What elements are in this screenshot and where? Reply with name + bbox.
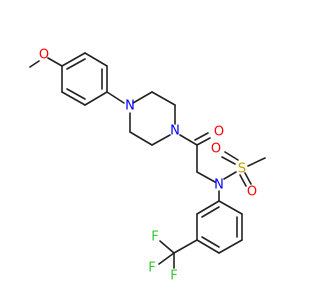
bond-aryl-4b [201,236,220,248]
bond-pip-2 [151,91,176,106]
atom-n-sulfonamide: N [214,178,224,193]
atom-labels: O N N O N S O O F F F [39,48,257,284]
bond-methyl-o [29,60,40,68]
bond-s-o-left [221,156,236,165]
atom-n-piperazine-amide: N [170,124,180,139]
bonds [29,52,266,269]
bond-s-o-bottom [239,174,247,187]
bond-cf3-f2 [158,252,175,265]
bond-aryl-6 [196,200,220,215]
atom-f-upper: F [151,230,158,245]
bond-carbonyl-o [196,137,211,146]
atom-f-bottom: F [170,269,177,284]
bond-pip-4 [151,134,171,146]
bond-aryl-1 [218,200,243,215]
atom-o-sulfonyl-bottom: O [247,185,257,200]
bond-o-anisole [47,57,63,67]
bond-pip-5 [129,131,153,146]
bond-anisole-1b [66,58,86,70]
bond-carbonyl-ob [194,132,209,141]
bond-pip-1 [132,91,153,104]
bond-cf3-f1 [159,240,175,254]
bond-s-methyl [247,157,266,167]
bond-anisole-5b [66,88,86,100]
bond-n-carbonyl [179,134,198,146]
bond-anisole-4 [84,91,108,106]
bond-anisole-1 [61,52,86,67]
atom-s-sulfonyl: S [238,162,246,177]
bond-anisole-n [106,91,125,104]
chemical-structure-diagram: O N N O N S O O F F F [29,48,266,284]
bond-s-o-leftb [224,151,239,161]
bond-aryl-3 [218,239,243,254]
bond-aryl-cf3 [173,239,198,254]
atom-o-carbonyl: O [214,125,224,140]
atom-n-piperazine-aryl: N [125,99,135,114]
bond-anisole-5 [61,91,86,106]
bond-s-o-bottomb [244,172,252,185]
bond-n-s [223,171,237,180]
bond-ch2-n [196,171,216,183]
bond-anisole-2 [84,52,108,67]
atom-o-methoxy: O [39,48,49,63]
atom-f-left: F [148,261,155,276]
atom-o-sulfonyl-left: O [211,142,221,157]
bond-aryl-6b [201,206,220,218]
bond-aryl-4 [196,239,220,254]
